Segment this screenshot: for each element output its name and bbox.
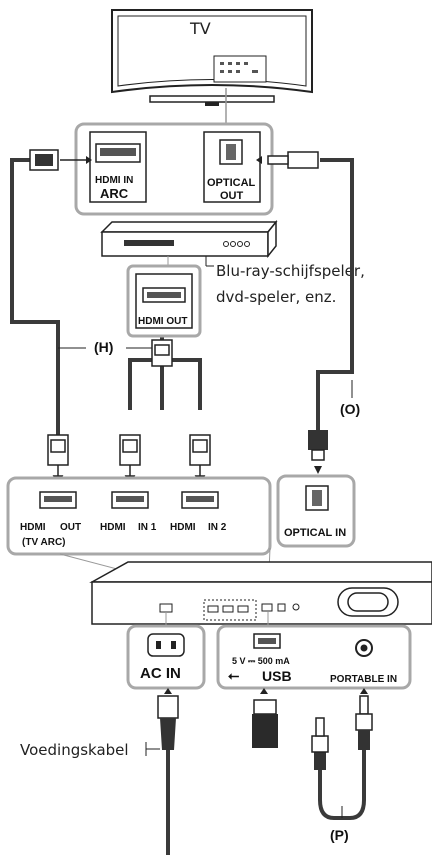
player-caption-line2: dvd-speler, enz. xyxy=(216,288,336,306)
soundbar-hdmi-in1-label: IN 1 xyxy=(138,522,157,533)
tv-hdmi-in-label: HDMI IN xyxy=(95,175,133,186)
tv-arc-label: ARC xyxy=(100,186,129,201)
bluray-player: Blu-ray-schijfspeler, dvd-speler, enz. H… xyxy=(100,219,365,338)
soundbar-hdmi-out-label: OUT xyxy=(60,522,81,533)
tv: TV xyxy=(111,9,313,106)
usb-stick xyxy=(252,688,278,748)
cable-p-label: (P) xyxy=(330,827,349,843)
soundbar-hdmi-panel: HDMI OUT (TV ARC) HDMI IN 1 HDMI IN 2 xyxy=(6,476,272,556)
ac-in-label: AC IN xyxy=(140,665,181,682)
cable-h-label: (H) xyxy=(94,339,113,355)
tv-label: TV xyxy=(189,19,211,38)
tv-out-label: OUT xyxy=(220,190,244,202)
power-cable-label: Voedingskabel xyxy=(20,741,129,759)
usb-label: USB xyxy=(262,668,292,684)
soundbar xyxy=(59,547,432,625)
usb-icon: ⭠ xyxy=(228,667,239,683)
soundbar-optical-in-label: OPTICAL IN xyxy=(284,527,346,539)
soundbar-tv-arc-label: (TV ARC) xyxy=(22,537,66,548)
usb-spec-label: 5 V ⎓ 500 mA xyxy=(232,656,290,666)
optical-cable-o: (O) OPTICAL IN xyxy=(256,151,360,548)
portable-in-label: PORTABLE IN xyxy=(330,674,397,685)
hdmi-logo-in1: HDMI xyxy=(100,522,126,533)
soundbar-hdmi-in2-label: IN 2 xyxy=(208,522,227,533)
usb-portable-panel: 5 V ⎓ 500 mA ⭠ USB PORTABLE IN xyxy=(216,612,412,690)
portable-cable-p: (P) xyxy=(311,688,373,843)
player-caption-line1: Blu-ray-schijfspeler, xyxy=(216,262,365,280)
player-hdmi-out-label: HDMI OUT xyxy=(138,316,187,327)
tv-optical-label: OPTICAL xyxy=(207,177,256,189)
ac-in-panel: AC IN xyxy=(126,612,206,690)
hdmi-logo-out: HDMI xyxy=(20,522,46,533)
power-cord: Voedingskabel xyxy=(20,688,179,855)
hdmi-logo-in2: HDMI xyxy=(170,522,196,533)
tv-port-panel: HDMI IN ARC OPTICAL OUT xyxy=(74,88,274,216)
cable-o-label: (O) xyxy=(340,401,360,417)
